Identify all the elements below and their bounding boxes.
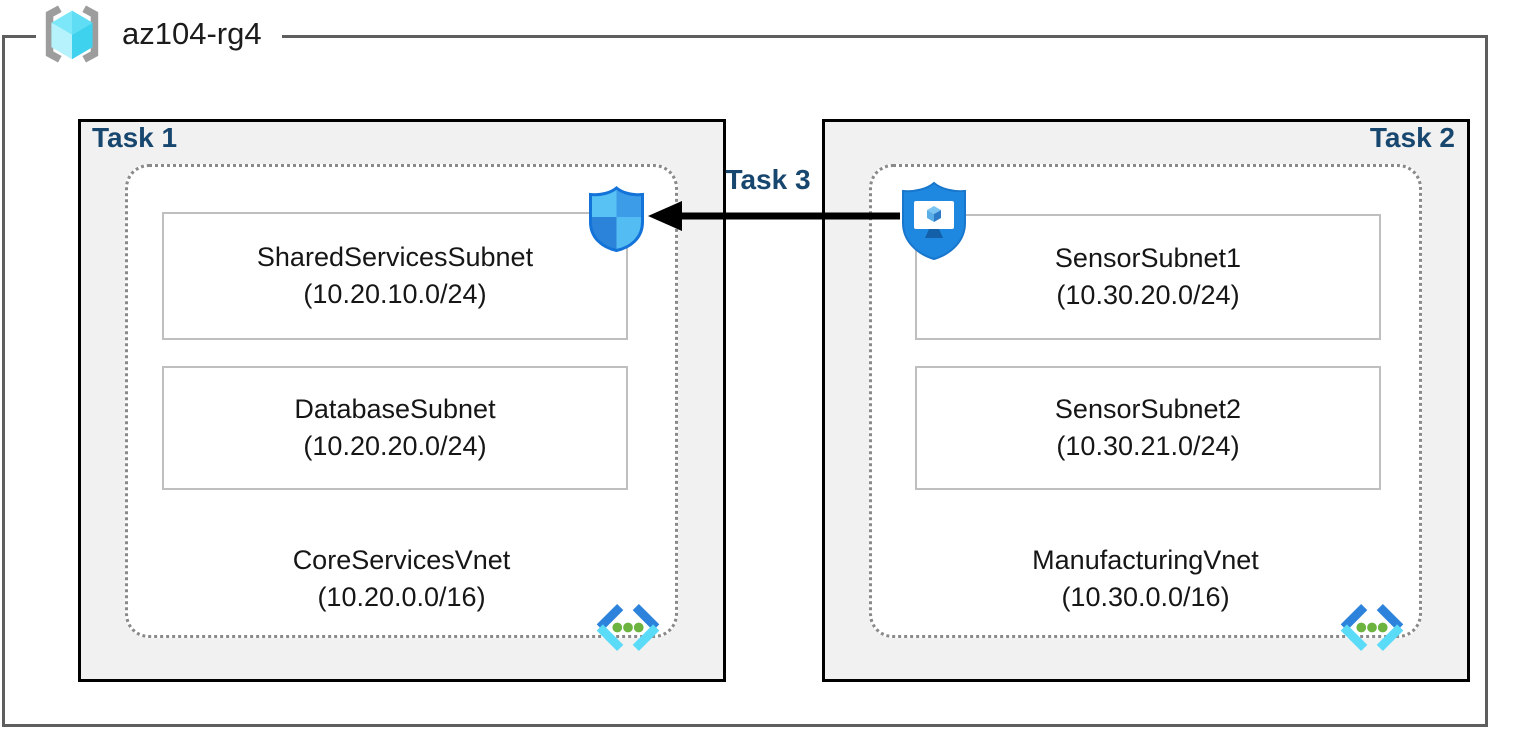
task3-label: Task 3 bbox=[725, 164, 811, 195]
subnet-cidr: (10.30.20.0/24) bbox=[1056, 280, 1240, 310]
network-security-group-shield-icon bbox=[589, 186, 644, 252]
resource-group-name: az104-rg4 bbox=[122, 16, 262, 51]
task1-label: Task 1 bbox=[92, 122, 178, 153]
vnet-cidr: (10.30.0.0/16) bbox=[1061, 582, 1230, 612]
subnet-name: DatabaseSubnet bbox=[294, 394, 496, 424]
subnet-name: SensorSubnet2 bbox=[1054, 394, 1242, 424]
subnet-cidr: (10.20.10.0/24) bbox=[303, 279, 487, 309]
manufacturing-vnet-label: ManufacturingVnet (10.30.0.0/16) bbox=[869, 542, 1422, 616]
task3-arrow bbox=[648, 201, 900, 231]
subnet-name: SharedServicesSubnet bbox=[256, 242, 534, 272]
vnet-name: ManufacturingVnet bbox=[1032, 545, 1259, 575]
subnet-sensor2: SensorSubnet2 (10.30.21.0/24) bbox=[915, 366, 1381, 490]
subnet-cidr: (10.30.21.0/24) bbox=[1056, 431, 1240, 461]
vnet-name: CoreServicesVnet bbox=[292, 545, 511, 575]
task2-label: Task 2 bbox=[1369, 122, 1455, 153]
vnet-cidr: (10.20.0.0/16) bbox=[317, 582, 486, 612]
subnet-database: DatabaseSubnet (10.20.20.0/24) bbox=[162, 366, 628, 490]
resource-group-header: az104-rg4 bbox=[36, 2, 282, 66]
resource-group-icon bbox=[45, 5, 99, 63]
subnet-shared-services: SharedServicesSubnet (10.20.10.0/24) bbox=[162, 212, 628, 340]
subnet-name: SensorSubnet1 bbox=[1054, 243, 1242, 273]
subnet-sensor1: SensorSubnet1 (10.30.20.0/24) bbox=[915, 214, 1381, 340]
core-services-vnet-label: CoreServicesVnet (10.20.0.0/16) bbox=[125, 542, 678, 616]
subnet-cidr: (10.20.20.0/24) bbox=[303, 431, 487, 461]
virtual-network-icon bbox=[596, 603, 660, 652]
virtual-network-icon bbox=[1340, 603, 1404, 652]
bastion-shield-icon bbox=[902, 181, 966, 261]
